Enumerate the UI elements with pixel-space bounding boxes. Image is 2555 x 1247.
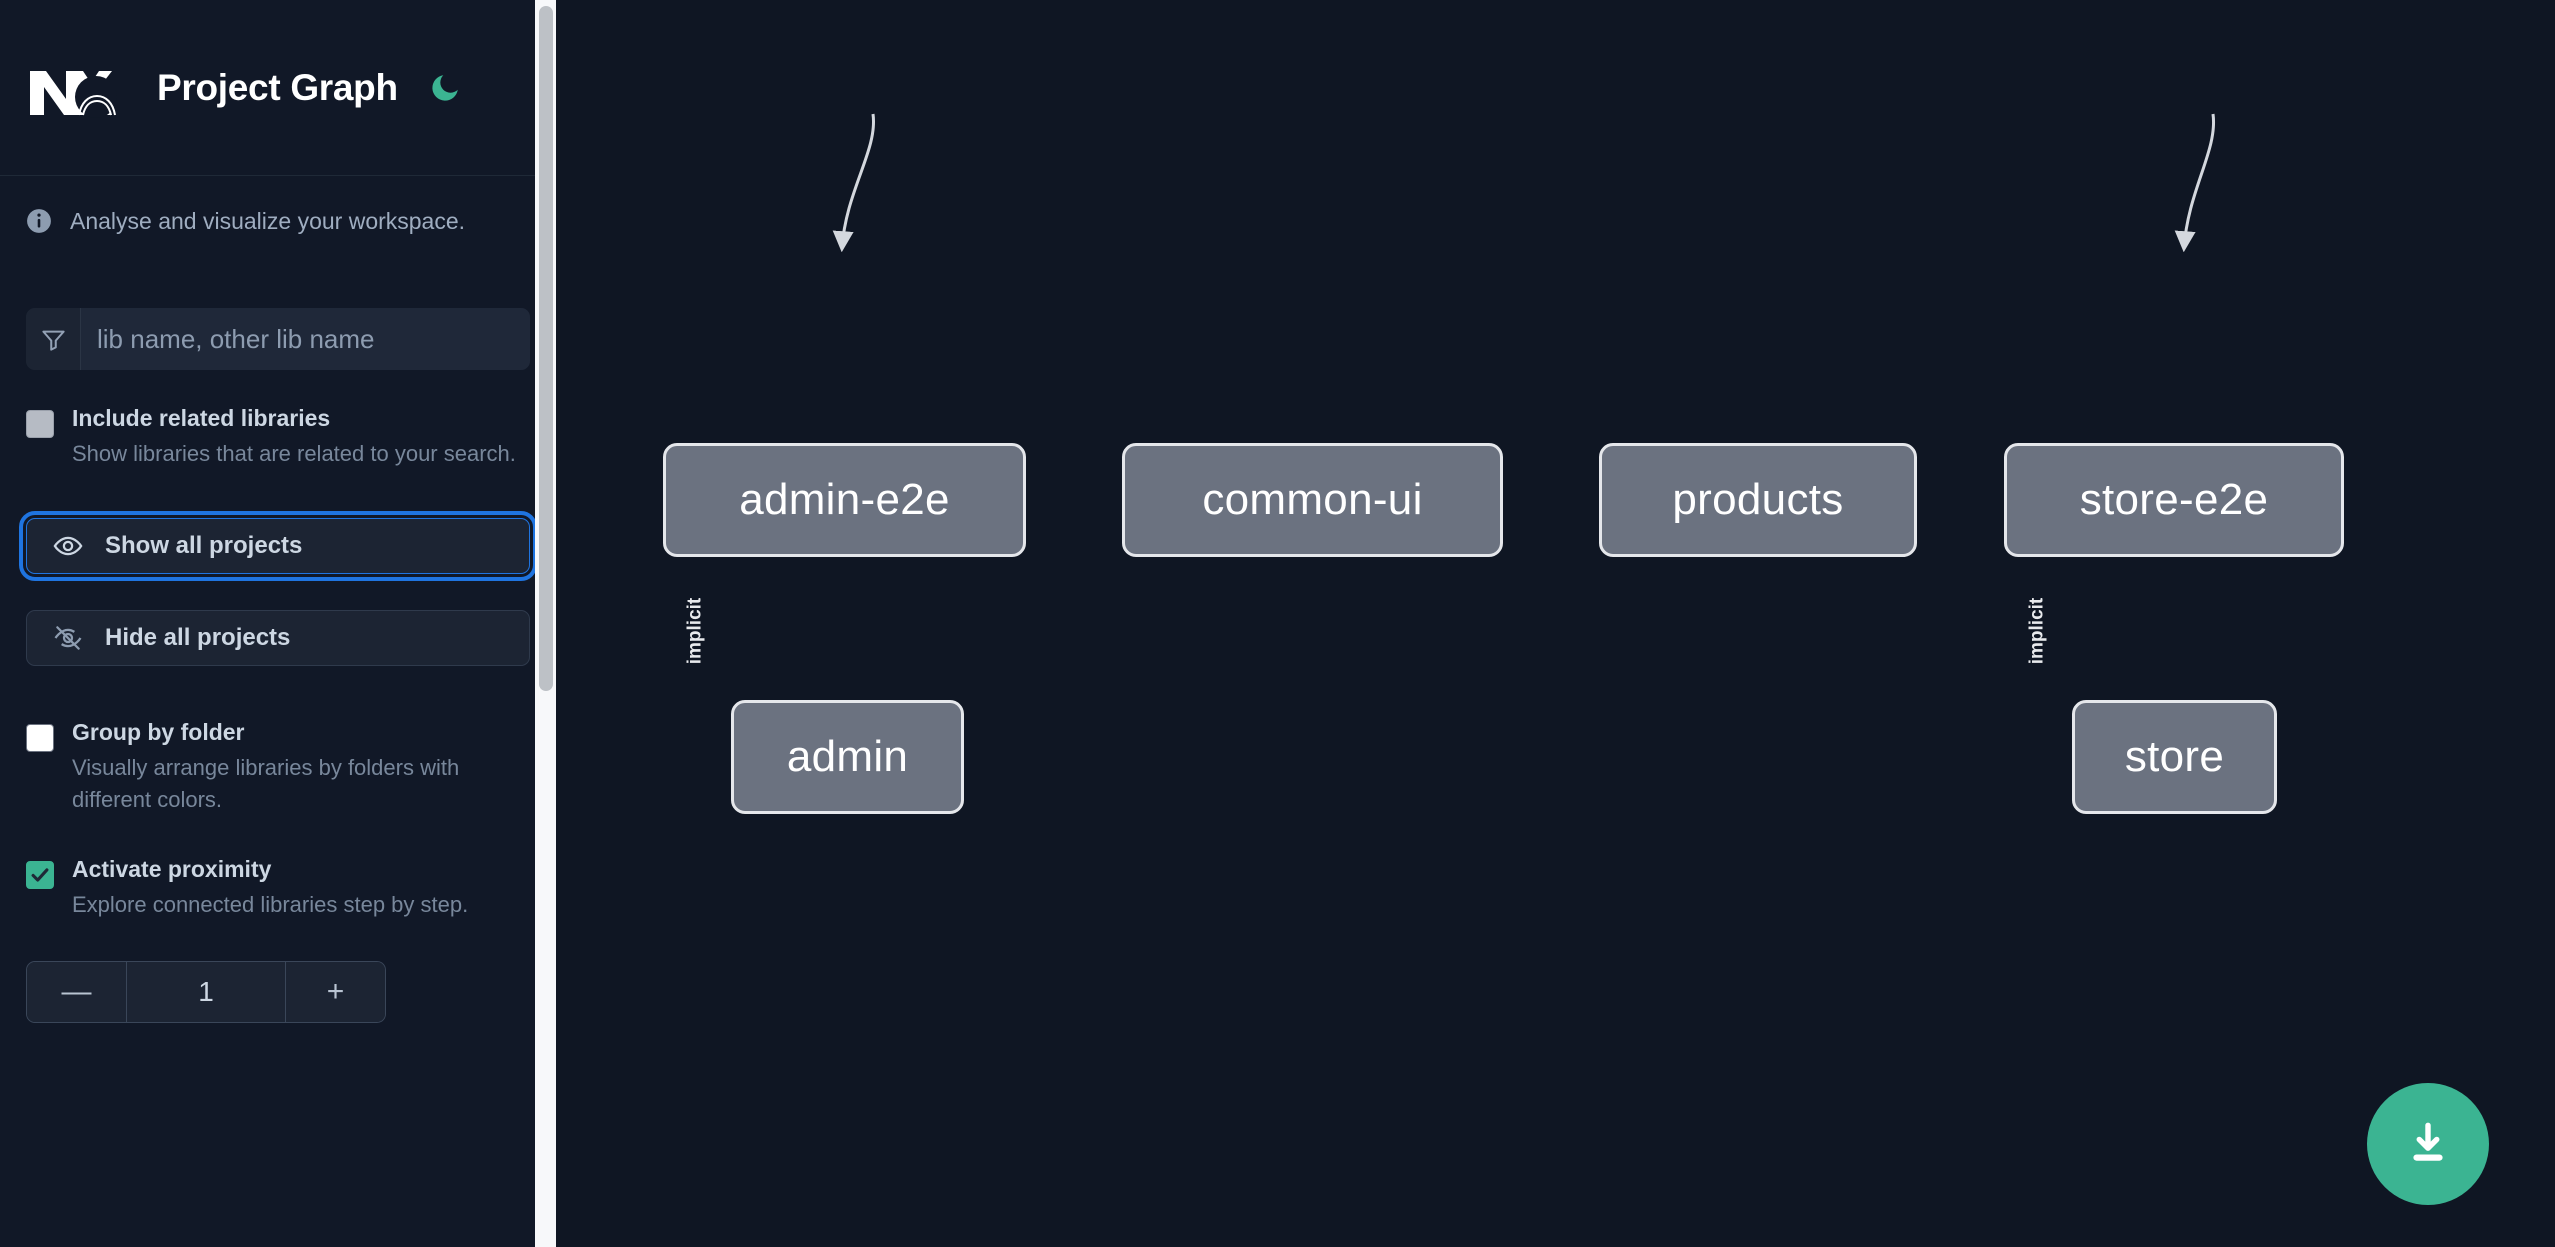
option-include-related-libraries: Include related libraries Show libraries… bbox=[26, 404, 530, 470]
page-title: Project Graph bbox=[157, 66, 398, 108]
workspace-blurb: Analyse and visualize your workspace. bbox=[26, 176, 530, 266]
proximity-value: 1 bbox=[127, 962, 285, 1023]
nx-logo bbox=[26, 57, 122, 119]
edge-admin-e2e-to-admin bbox=[832, 113, 876, 253]
graph-node-common-ui[interactable]: common-ui bbox=[1122, 443, 1503, 557]
edge-label-admin-e2e-to-admin: implicit bbox=[684, 597, 706, 665]
info-icon bbox=[26, 208, 52, 234]
funnel-icon bbox=[26, 308, 81, 370]
edge-label-store-e2e-to-store: implicit bbox=[2026, 597, 2048, 665]
edge-store-e2e-to-store bbox=[2174, 113, 2216, 253]
hide-all-projects-button[interactable]: Hide all projects bbox=[26, 609, 530, 666]
option-title: Activate proximity bbox=[72, 856, 272, 883]
show-all-projects-label: Show all projects bbox=[105, 531, 303, 559]
graph-edges bbox=[832, 113, 2216, 253]
blurb-text: Analyse and visualize your workspace. bbox=[70, 207, 466, 234]
graph-node-admin[interactable]: admin bbox=[731, 700, 964, 814]
proximity-decrement-button[interactable]: — bbox=[27, 962, 127, 1023]
node-label: common-ui bbox=[1202, 475, 1423, 524]
option-activate-proximity: Activate proximity Explore connected lib… bbox=[26, 855, 530, 921]
graph-node-admin-e2e[interactable]: admin-e2e bbox=[663, 443, 1026, 557]
option-group-by-folder: Group by folder Visually arrange librari… bbox=[26, 718, 530, 816]
group-by-folder-checkbox[interactable] bbox=[26, 723, 54, 752]
download-image-button[interactable] bbox=[2367, 1083, 2489, 1205]
activate-proximity-checkbox[interactable] bbox=[26, 861, 54, 890]
sidebar: Project Graph Analyse and visualize your… bbox=[0, 0, 556, 1247]
include-related-libraries-checkbox[interactable] bbox=[26, 410, 54, 438]
proximity-stepper: — 1 + bbox=[26, 961, 386, 1024]
sidebar-scrollbar-thumb[interactable] bbox=[539, 6, 553, 691]
moon-icon[interactable] bbox=[426, 69, 464, 107]
option-description: Show libraries that are related to your … bbox=[72, 440, 516, 466]
option-title: Include related libraries bbox=[72, 405, 331, 431]
eye-icon bbox=[53, 531, 83, 561]
download-icon bbox=[2403, 1118, 2453, 1171]
graph-node-products[interactable]: products bbox=[1599, 443, 1917, 557]
eye-off-icon bbox=[53, 623, 83, 653]
graph-node-store-e2e[interactable]: store-e2e bbox=[2004, 443, 2344, 557]
graph-canvas[interactable]: admin-e2e common-ui products store-e2e a… bbox=[556, 0, 2555, 1247]
hide-all-projects-label: Hide all projects bbox=[105, 623, 291, 651]
graph-node-store[interactable]: store bbox=[2072, 700, 2277, 814]
filter-row bbox=[26, 308, 530, 370]
sidebar-header: Project Graph bbox=[0, 0, 556, 176]
option-description: Visually arrange libraries by folders wi… bbox=[72, 754, 460, 812]
sidebar-body: Analyse and visualize your workspace. In… bbox=[0, 176, 556, 1024]
option-description: Explore connected libraries step by step… bbox=[72, 892, 469, 918]
search-input[interactable] bbox=[81, 308, 530, 370]
sidebar-scrollbar[interactable] bbox=[535, 0, 556, 1247]
proximity-increment-button[interactable]: + bbox=[285, 962, 385, 1023]
node-label: store-e2e bbox=[2079, 475, 2269, 524]
node-label: admin-e2e bbox=[739, 475, 950, 524]
show-all-projects-button[interactable]: Show all projects bbox=[19, 510, 537, 581]
option-title: Group by folder bbox=[72, 718, 245, 745]
node-label: products bbox=[1672, 475, 1844, 524]
node-label: store bbox=[2124, 732, 2225, 781]
node-label: admin bbox=[786, 732, 909, 781]
